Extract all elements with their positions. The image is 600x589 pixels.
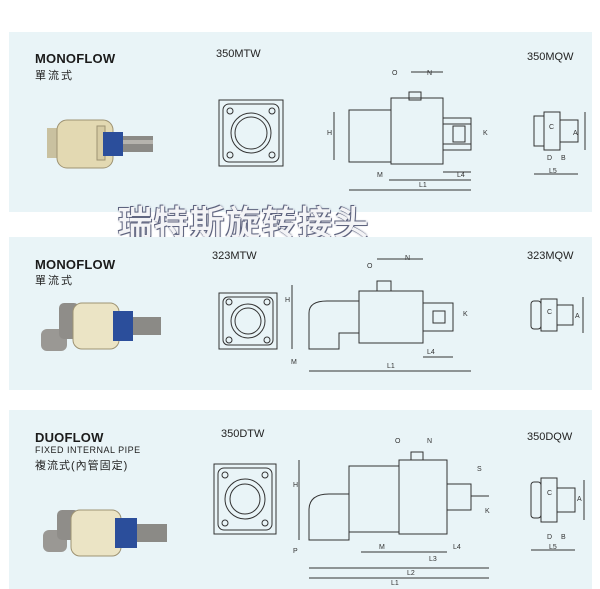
dim-n: N [427,438,433,445]
dim-b: B [561,534,566,541]
rotary-joint-duoflow-photo [43,509,167,557]
dim-c: C [547,309,553,316]
side-view-drawing [291,258,471,372]
dim-o: O [395,438,401,445]
panel-subtitle-en: FIXED INTERNAL PIPE [35,445,141,455]
dim-m: M [291,359,297,366]
watermark: 瑞特斯旋转接头 [118,205,370,243]
dim-h: H [285,297,291,304]
dim-d: D [547,155,553,162]
front-view-drawing [213,463,277,535]
panel-title: MONOFLOW [35,257,116,272]
model-left: 323MTW [212,250,257,262]
dim-d: D [547,534,553,541]
dim-n: N [405,255,411,262]
model-right: 350DQW [527,431,573,443]
dim-o: O [392,70,398,77]
dim-l1: L1 [419,182,427,189]
dim-n: N [427,70,433,77]
dim-l4: L4 [457,172,465,179]
dim-h: H [327,130,333,137]
dim-k: K [483,130,488,137]
dim-a: A [575,313,580,320]
panel-subtitle: 單流式 [35,275,74,287]
dim-l4: L4 [427,349,435,356]
dim-o: O [367,263,373,270]
rear-view-drawing [533,111,586,175]
rotary-joint-elbow-photo [41,302,161,351]
front-view-drawing [218,99,284,167]
side-view-drawing [298,451,489,579]
panel-title: DUOFLOW [35,430,104,445]
front-view-drawing [218,292,278,350]
model-right: 323MQW [527,250,574,262]
dim-a: A [577,496,582,503]
dim-l1: L1 [391,580,399,587]
product-photo-and-drawings [47,71,586,191]
dim-l4: L4 [453,544,461,551]
dim-c: C [549,124,555,131]
dim-m: M [377,172,383,179]
dim-k: K [485,508,490,515]
dim-a: A [573,130,578,137]
dim-p: P [293,548,298,555]
dim-h: H [293,482,299,489]
dim-l5: L5 [549,168,557,175]
panel-subtitle: 複流式(內管固定) [35,460,129,472]
dim-k: K [463,311,468,318]
model-left: 350MTW [216,48,261,60]
panel-350dtw: DUOFLOW FIXED INTERNAL PIPE 複流式(內管固定) 35… [9,410,592,589]
side-view-drawing [333,71,472,191]
dim-l5: L5 [549,544,557,551]
product-photo-and-drawings [41,258,584,372]
dim-l3: L3 [429,556,437,563]
model-left: 350DTW [221,428,265,440]
dim-c: C [547,490,553,497]
panel-323mtw: MONOFLOW 單流式 323MTW 323MQW [9,237,592,390]
dim-l2: L2 [407,570,415,577]
rotary-joint-photo [47,119,153,169]
panel-350mtw: MONOFLOW 單流式 350MTW 350MQW [9,32,592,212]
panel-title: MONOFLOW [35,51,116,66]
rear-view-drawing [530,477,585,551]
product-photo-and-drawings [43,451,585,579]
model-right: 350MQW [527,51,574,63]
dim-l1: L1 [387,363,395,370]
dim-m: M [379,544,385,551]
rear-view-drawing [530,297,584,333]
panel-subtitle: 單流式 [35,70,74,82]
dim-s: S [477,466,482,473]
dim-b: B [561,155,566,162]
